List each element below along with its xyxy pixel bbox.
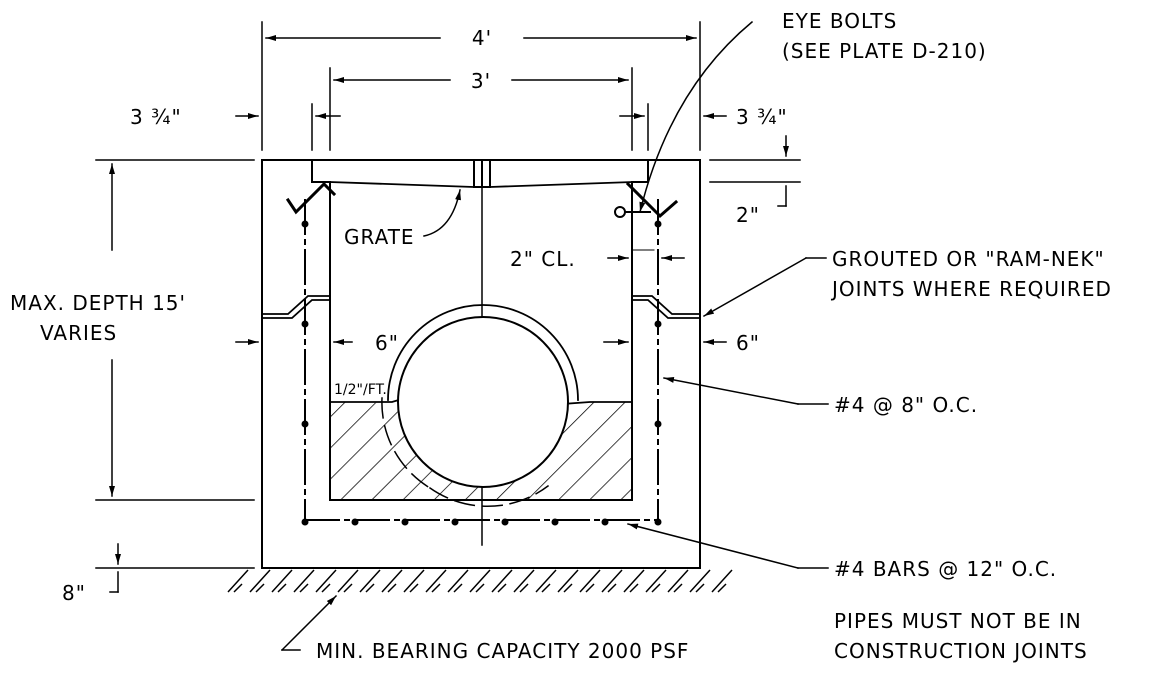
label-wall-left: 3 ¾" — [130, 105, 182, 129]
ground-hatch-stroke — [387, 583, 397, 593]
ground-hatch-stroke — [381, 569, 403, 593]
ground-hatch-stroke — [403, 569, 425, 593]
ground-hatch-stroke — [607, 583, 617, 593]
dim-overall-width — [261, 21, 701, 151]
ground-hatch-stroke — [475, 583, 485, 593]
pipe — [381, 304, 579, 508]
wall-joints — [261, 295, 701, 319]
label-base-thickness: 8" — [62, 581, 86, 605]
dim-inner-width — [329, 67, 633, 151]
ground-hatch-stroke — [513, 569, 535, 593]
ground-hatch-stroke — [431, 583, 441, 593]
ground-hatch-stroke — [717, 583, 727, 593]
ground-hatch-stroke — [255, 583, 265, 593]
ground-hatch-stroke — [651, 583, 661, 593]
ground-hatch-stroke — [623, 569, 645, 593]
ground-hatch-stroke — [277, 583, 287, 593]
leader-bearing — [280, 594, 338, 652]
dim-wall-left — [235, 103, 341, 151]
rebar-dots — [301, 220, 662, 526]
ground-hatch-stroke — [271, 569, 293, 593]
label-pipes-note-2: CONSTRUCTION JOINTS — [834, 639, 1088, 663]
label-joints-1: GROUTED OR "RAM-NEK" — [832, 247, 1105, 271]
ground-hatch-stroke — [535, 569, 557, 593]
grate-angle-bars — [285, 181, 679, 219]
ground-hatch-stroke — [689, 569, 711, 593]
grate — [311, 159, 649, 188]
dim-base-thickness — [95, 543, 255, 593]
label-bearing: MIN. BEARING CAPACITY 2000 PSF — [316, 639, 689, 663]
label-overall-width: 4' — [472, 26, 492, 50]
ground-hatch-stroke — [315, 569, 337, 593]
label-joints-2: JOINTS WHERE REQUIRED — [830, 277, 1112, 301]
label-depth-1: MAX. DEPTH 15' — [10, 291, 186, 315]
label-vertical-rebar: #4 @ 8" O.C. — [834, 393, 978, 417]
ground-hatch-stroke — [585, 583, 595, 593]
eye-bolt — [614, 206, 651, 218]
leader-grate — [423, 189, 461, 237]
label-wall-thickness-left: 6" — [375, 331, 399, 355]
ground-hatch-stroke — [579, 569, 601, 593]
label-eye-bolts-2: (SEE PLATE D-210) — [782, 39, 987, 63]
ground-hatch-stroke — [601, 569, 623, 593]
ground-hatch-stroke — [293, 569, 315, 593]
leader-vertical-rebar — [663, 376, 829, 405]
ground-hatch-stroke — [711, 569, 733, 593]
label-slope: 1/2"/FT. — [334, 382, 387, 398]
label-wall-right: 3 ¾" — [736, 105, 788, 129]
ground-hatch-stroke — [249, 569, 271, 593]
ground-hatch-stroke — [695, 583, 705, 593]
ground-hatch-stroke — [541, 583, 551, 593]
ground-hatch-stroke — [563, 583, 573, 593]
ground-hatch-stroke — [453, 583, 463, 593]
dim-clearance — [607, 249, 685, 261]
dim-grate-recess — [709, 135, 801, 207]
ground-hatch-stroke — [227, 569, 249, 593]
ground-hatch-stroke — [409, 583, 419, 593]
ground-hatch-stroke — [673, 583, 683, 593]
leader-joints — [702, 256, 827, 318]
ground-hatch-stroke — [519, 583, 529, 593]
dim-depth — [95, 159, 255, 501]
ground-hatch-stroke — [645, 569, 667, 593]
leader-bottom-rebar — [627, 523, 829, 569]
dim-wall-right — [619, 103, 727, 151]
label-bottom-rebar: #4 BARS @ 12" O.C. — [834, 557, 1057, 581]
ground-hatch-lines — [227, 569, 733, 593]
ground-hatch-stroke — [629, 583, 639, 593]
ground-hatch-stroke — [359, 569, 381, 593]
ground-hatch-stroke — [497, 583, 507, 593]
label-pipes-note-1: PIPES MUST NOT BE IN — [834, 609, 1082, 633]
ground-hatch-stroke — [557, 569, 579, 593]
ground-hatch-stroke — [321, 583, 331, 593]
ground-hatch-stroke — [365, 583, 375, 593]
label-grate-recess: 2" — [736, 203, 760, 227]
leader-eye-bolts — [639, 20, 754, 213]
label-depth-2: VARIES — [40, 321, 117, 345]
label-eye-bolts-1: EYE BOLTS — [782, 9, 897, 33]
label-inner-width: 3' — [471, 69, 491, 93]
ground-hatch-stroke — [233, 583, 243, 593]
vertical-rebar — [304, 199, 659, 521]
label-clearance: 2" CL. — [510, 247, 576, 271]
ground-hatch-stroke — [343, 583, 353, 593]
label-grate: GRATE — [344, 225, 415, 249]
ground-hatch-stroke — [491, 569, 513, 593]
ground-hatch-stroke — [299, 583, 309, 593]
ground-hatch-stroke — [337, 569, 359, 593]
label-wall-thickness-right: 6" — [736, 331, 760, 355]
ground-hatch-stroke — [667, 569, 689, 593]
ground-hatch-stroke — [447, 569, 469, 593]
ground-hatch-stroke — [469, 569, 491, 593]
ground-hatch-stroke — [425, 569, 447, 593]
